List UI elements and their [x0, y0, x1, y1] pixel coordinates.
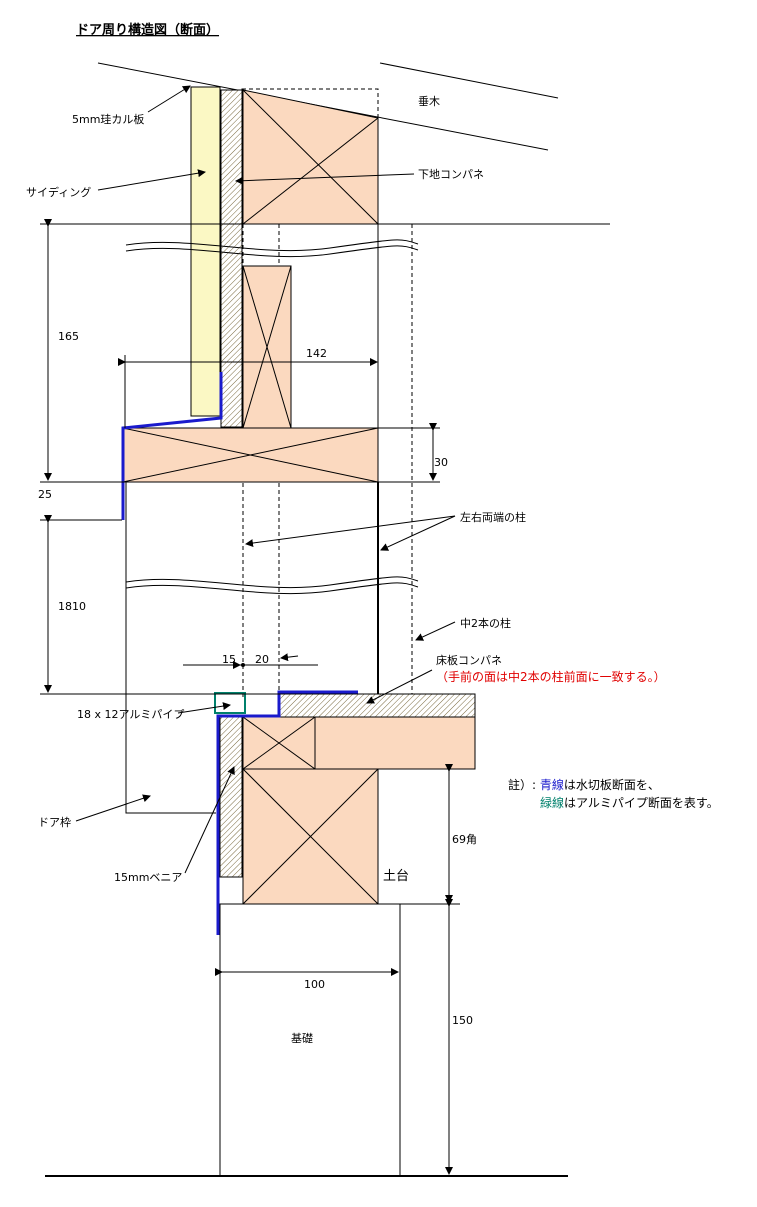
dim-165: 165: [58, 330, 79, 343]
legend-line-2: 緑線はアルミパイプ断面を表す。: [540, 795, 719, 810]
dim-30: 30: [434, 456, 448, 469]
dim-100: 100: [304, 978, 325, 991]
dim-25: 25: [38, 488, 52, 501]
sill-label: 土台: [383, 869, 409, 884]
dim-69: 69角: [452, 833, 477, 846]
dim-20: 20: [255, 653, 269, 666]
calcium-board-label: 5mm珪カル板: [72, 112, 144, 126]
floor-plywood-label: 床板コンパネ: [436, 653, 502, 667]
legend-line-1: 註）: 青線は水切板断面を、: [508, 777, 660, 792]
door-frame-outline: [125, 482, 216, 814]
floor-plywood-note: （手前の面は中2本の柱前面に一致する。）: [436, 669, 666, 684]
dim-15: 15: [222, 653, 236, 666]
foundation-block: [219, 903, 401, 1177]
dim-1810: 1810: [58, 600, 86, 613]
base-plywood-label: 下地コンパネ: [418, 168, 484, 181]
diagram-title: ドア周り構造図（断面）: [76, 22, 219, 38]
veneer-board: [219, 716, 243, 878]
siding-label: サイディング: [26, 185, 91, 199]
rafter-line: [379, 62, 559, 99]
lower-flashing: [216, 690, 358, 935]
upper-flashing: [121, 372, 223, 520]
aluminum-pipe: [214, 692, 246, 714]
pillar-middle-label: 中2本の柱: [460, 616, 511, 630]
dim-150: 150: [452, 1014, 473, 1027]
dim-142: 142: [306, 347, 327, 360]
rafter-label: 垂木: [418, 95, 440, 108]
calcium-board: [220, 89, 243, 428]
alu-pipe-label: 18 x 12アルミパイプ: [77, 708, 184, 721]
veneer-label: 15mmベニア: [114, 871, 182, 884]
pillar-ends-label: 左右両端の柱: [460, 510, 526, 524]
foundation-label: 基礎: [291, 1032, 313, 1045]
door-frame-label: ドア枠: [38, 815, 71, 829]
